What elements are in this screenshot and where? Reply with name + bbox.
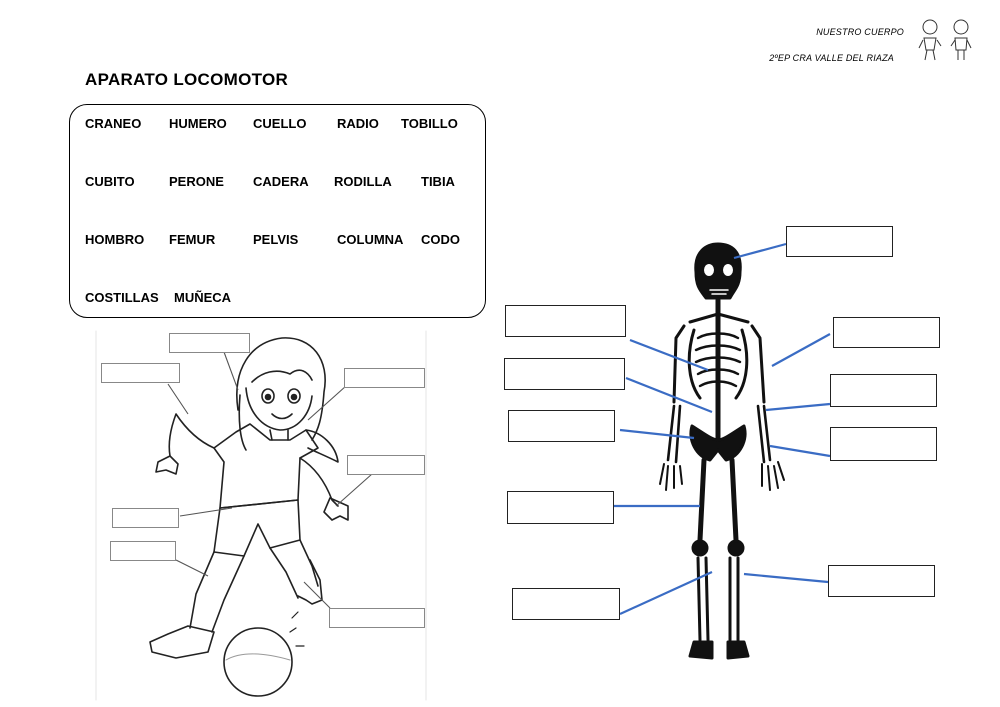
header-title: NUESTRO CUERPO [816, 27, 904, 37]
skeleton-answer-box[interactable] [830, 427, 937, 461]
header-subtitle: 2ºEP CRA VALLE DEL RIAZA [769, 53, 894, 63]
word-bank-item: CODO [421, 232, 460, 247]
word-bank-item: PERONE [169, 174, 224, 189]
kid-doodle-icon [918, 19, 942, 61]
child-illustration [95, 330, 427, 701]
word-bank-item: COSTILLAS [85, 290, 159, 305]
word-bank-item: RADIO [337, 116, 379, 131]
skeleton-illustration [659, 242, 785, 660]
skeleton-answer-box[interactable] [504, 358, 625, 390]
word-bank-item: TOBILLO [401, 116, 458, 131]
skeleton-answer-box[interactable] [505, 305, 626, 337]
child-answer-box[interactable] [344, 368, 425, 388]
word-bank-item: CRANEO [85, 116, 142, 131]
word-bank-item: CUELLO [253, 116, 307, 131]
skeleton-answer-box[interactable] [830, 374, 937, 407]
word-bank-item: HUMERO [169, 116, 227, 131]
child-answer-box[interactable] [101, 363, 180, 383]
word-bank-item: FEMUR [169, 232, 216, 247]
word-bank-item: CUBITO [85, 174, 135, 189]
child-answer-box[interactable] [329, 608, 425, 628]
word-bank-item: PELVIS [253, 232, 299, 247]
word-bank-item: MUÑECA [174, 290, 232, 305]
child-answer-box[interactable] [112, 508, 179, 528]
skeleton-answer-box[interactable] [507, 491, 614, 524]
child-connectors [167, 351, 373, 609]
word-bank-item: CADERA [253, 174, 309, 189]
word-bank-item: TIBIA [421, 174, 455, 189]
skeleton-answer-box[interactable] [512, 588, 620, 620]
child-answer-box[interactable] [169, 333, 250, 353]
skeleton-answer-box[interactable] [833, 317, 940, 348]
word-bank-item: RODILLA [334, 174, 392, 189]
skeleton-answer-box[interactable] [508, 410, 615, 442]
page-title: APARATO LOCOMOTOR [85, 70, 289, 89]
word-bank-item: HOMBRO [85, 232, 145, 247]
child-answer-box[interactable] [110, 541, 176, 561]
skeleton-answer-box[interactable] [786, 226, 893, 257]
kid-doodle-icon [950, 19, 972, 60]
skeleton-connectors [614, 242, 831, 616]
word-bank-item: COLUMNA [337, 232, 404, 247]
child-answer-box[interactable] [347, 455, 425, 475]
skeleton-answer-box[interactable] [828, 565, 935, 597]
word-bank [69, 104, 486, 318]
